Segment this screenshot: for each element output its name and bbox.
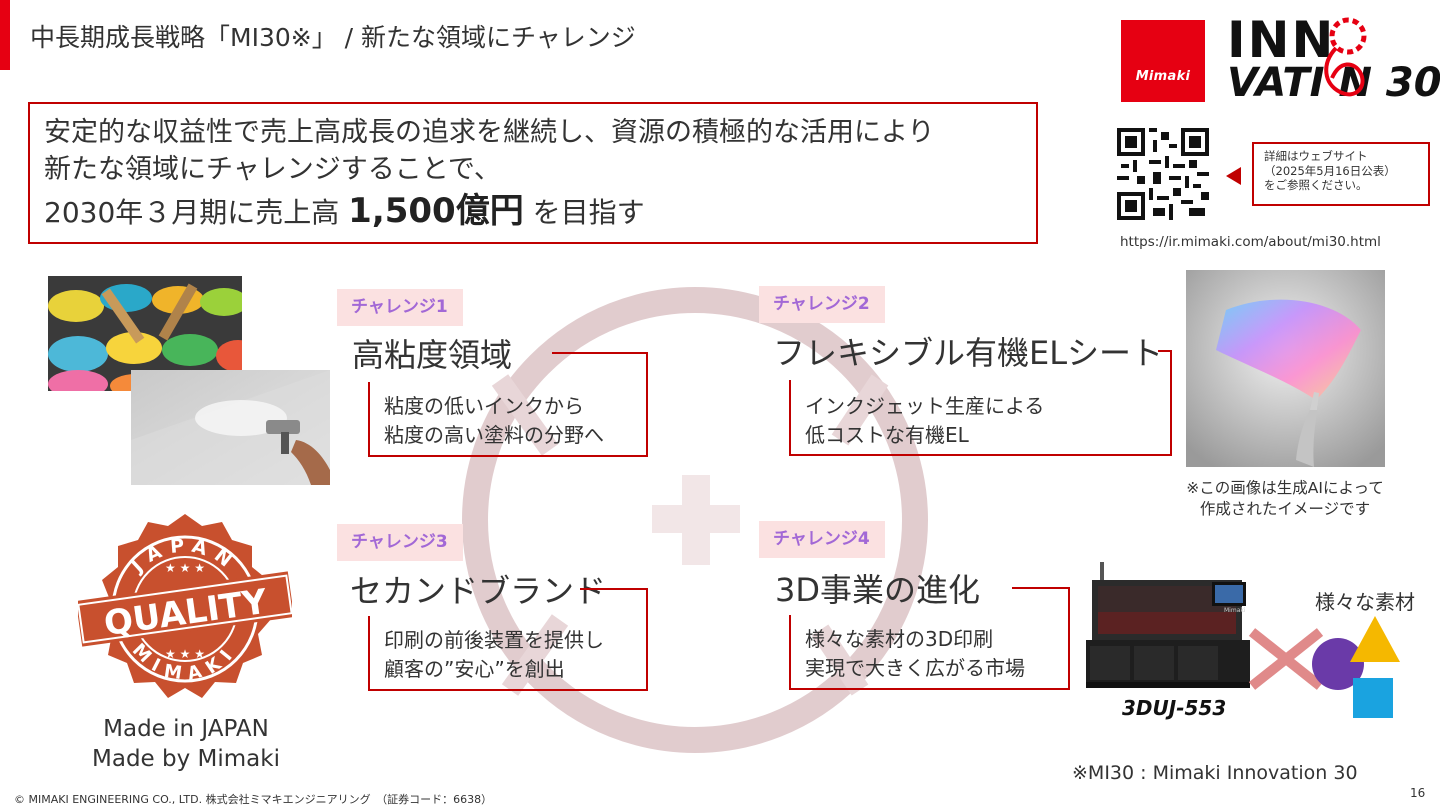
website-note-line: 詳細はウェブサイト xyxy=(1264,149,1368,163)
mi30-footnote: ※MI30 : Mimaki Innovation 30 xyxy=(1072,762,1358,784)
challenge-4-frame xyxy=(789,615,1070,690)
copyright-text: © MIMAKI ENGINEERING CO., LTD. 株式会社ミマキエン… xyxy=(14,793,493,806)
innovation-logo-line1: INN xyxy=(1227,11,1336,69)
spray-painting-photo xyxy=(131,370,330,485)
pointer-arrow-icon xyxy=(1226,167,1241,185)
challenge-1-tag: チャレンジ1 xyxy=(337,289,463,326)
message-target-prefix: 2030年３月期に売上高 xyxy=(44,196,340,229)
challenge-3-title: セカンドブランド xyxy=(350,572,607,610)
svg-text:★ ★ ★: ★ ★ ★ xyxy=(165,647,205,661)
sales-target-value: 1,500億円 xyxy=(348,191,524,231)
flexible-oled-photo xyxy=(1186,270,1385,467)
page-title: 中長期成長戦略「MI30※」 / 新たな領域にチャレンジ xyxy=(30,23,636,52)
website-note-line: （2025年5月16日公表） xyxy=(1264,163,1396,178)
challenge-3-frame-top xyxy=(580,588,648,590)
challenge-4-description: 様々な素材の3D印刷 実現で大きく広がる市場 xyxy=(805,625,1025,683)
challenge-3-description: 印刷の前後装置を提供し 顧客の”安心”を創出 xyxy=(384,626,604,684)
website-url-link[interactable]: https://ir.mimaki.com/about/mi30.html xyxy=(1120,234,1381,250)
made-in-line: Made in JAPAN xyxy=(103,716,269,742)
challenge-1-desc-line: 粘度の高い塗料の分野へ xyxy=(384,423,604,447)
challenge-4-desc-line: 実現で大きく広がる市場 xyxy=(805,656,1025,680)
challenge-4-title: 3D事業の進化 xyxy=(775,571,981,609)
materials-label: 様々な素材 xyxy=(1315,590,1415,614)
innovation-logo-line2: VATI N 30 xyxy=(1227,60,1440,106)
ai-image-caption-line: 作成されたイメージです xyxy=(1199,500,1371,518)
challenge-2-title: フレキシブル有機ELシート xyxy=(773,334,1164,372)
ai-image-caption-line: ※この画像は生成AIによって xyxy=(1186,479,1384,497)
message-line-2: 新たな領域にチャレンジすることで、 xyxy=(44,154,501,185)
challenge-3-frame xyxy=(368,616,648,691)
challenge-1-title: 高粘度領域 xyxy=(352,336,513,374)
made-by-line: Made by Mimaki xyxy=(92,746,280,772)
challenge-2-frame-top xyxy=(1158,350,1172,352)
background-circle-graphic xyxy=(462,287,928,753)
challenge-4-frame-right xyxy=(1068,587,1070,690)
message-target-suffix: を目指す xyxy=(532,196,645,229)
header-accent-bar xyxy=(0,0,10,70)
challenge-3-desc-line: 印刷の前後装置を提供し xyxy=(384,628,604,652)
challenge-2-frame xyxy=(789,380,1172,456)
3d-printer-image: Mimaki xyxy=(1086,562,1250,688)
challenge-1-frame-top xyxy=(552,352,648,354)
challenge-3-tag: チャレンジ3 xyxy=(337,524,463,561)
svg-text:★ ★ ★: ★ ★ ★ xyxy=(165,561,205,575)
mimaki-logo: Mimaki xyxy=(1121,20,1205,102)
printer-model-label: 3DUJ-553 xyxy=(1122,696,1227,720)
challenge-3-desc-line: 顧客の”安心”を創出 xyxy=(384,657,565,681)
mimaki-logo-text: Mimaki xyxy=(1135,69,1191,84)
challenge-2-frame-right xyxy=(1170,350,1172,456)
challenge-1-frame xyxy=(368,382,648,457)
website-note: 詳細はウェブサイト （2025年5月16日公表） をご参照ください。 xyxy=(1252,142,1430,206)
strategy-message-box: 安定的な収益性で売上高成長の追求を継続し、資源の積極的な活用により 新たな領域に… xyxy=(28,102,1038,244)
page-number: 16 xyxy=(1410,786,1426,800)
made-in-japan-text: Made in JAPAN Made by Mimaki xyxy=(70,714,302,774)
challenge-1-frame-right xyxy=(646,352,648,457)
qr-code[interactable] xyxy=(1117,128,1209,220)
materials-shapes-graphic xyxy=(1248,616,1400,718)
challenge-2-description: インクジェット生産による 低コストな有機EL xyxy=(805,392,1044,450)
quality-seal-icon: JAPAN MIMAKI QUALITY ★ ★ ★ ★ ★ ★ xyxy=(78,514,292,698)
challenge-1-description: 粘度の低いインクから 粘度の高い塗料の分野へ xyxy=(384,392,604,450)
message-line-3: 2030年３月期に売上高 1,500億円 を目指す xyxy=(44,188,1022,236)
challenge-4-tag: チャレンジ4 xyxy=(759,521,885,558)
challenge-2-desc-line: インクジェット生産による xyxy=(805,394,1045,418)
challenge-4-desc-line: 様々な素材の3D印刷 xyxy=(805,627,994,651)
printer-brand-text: Mimaki xyxy=(1224,607,1246,614)
challenge-2-tag: チャレンジ2 xyxy=(759,286,885,323)
challenge-2-desc-line: 低コストな有機EL xyxy=(805,423,969,447)
ai-image-caption: ※この画像は生成AIによって 作成されたイメージです xyxy=(1160,478,1410,520)
challenge-1-desc-line: 粘度の低いインクから xyxy=(384,394,584,418)
challenge-3-frame-right xyxy=(646,588,648,691)
message-line-1: 安定的な収益性で売上高成長の追求を継続し、資源の積極的な活用により xyxy=(44,117,935,148)
challenge-4-frame-top xyxy=(1012,587,1070,589)
website-note-line: をご参照ください。 xyxy=(1264,178,1368,192)
innovation-infinity-icon xyxy=(1324,17,1367,97)
